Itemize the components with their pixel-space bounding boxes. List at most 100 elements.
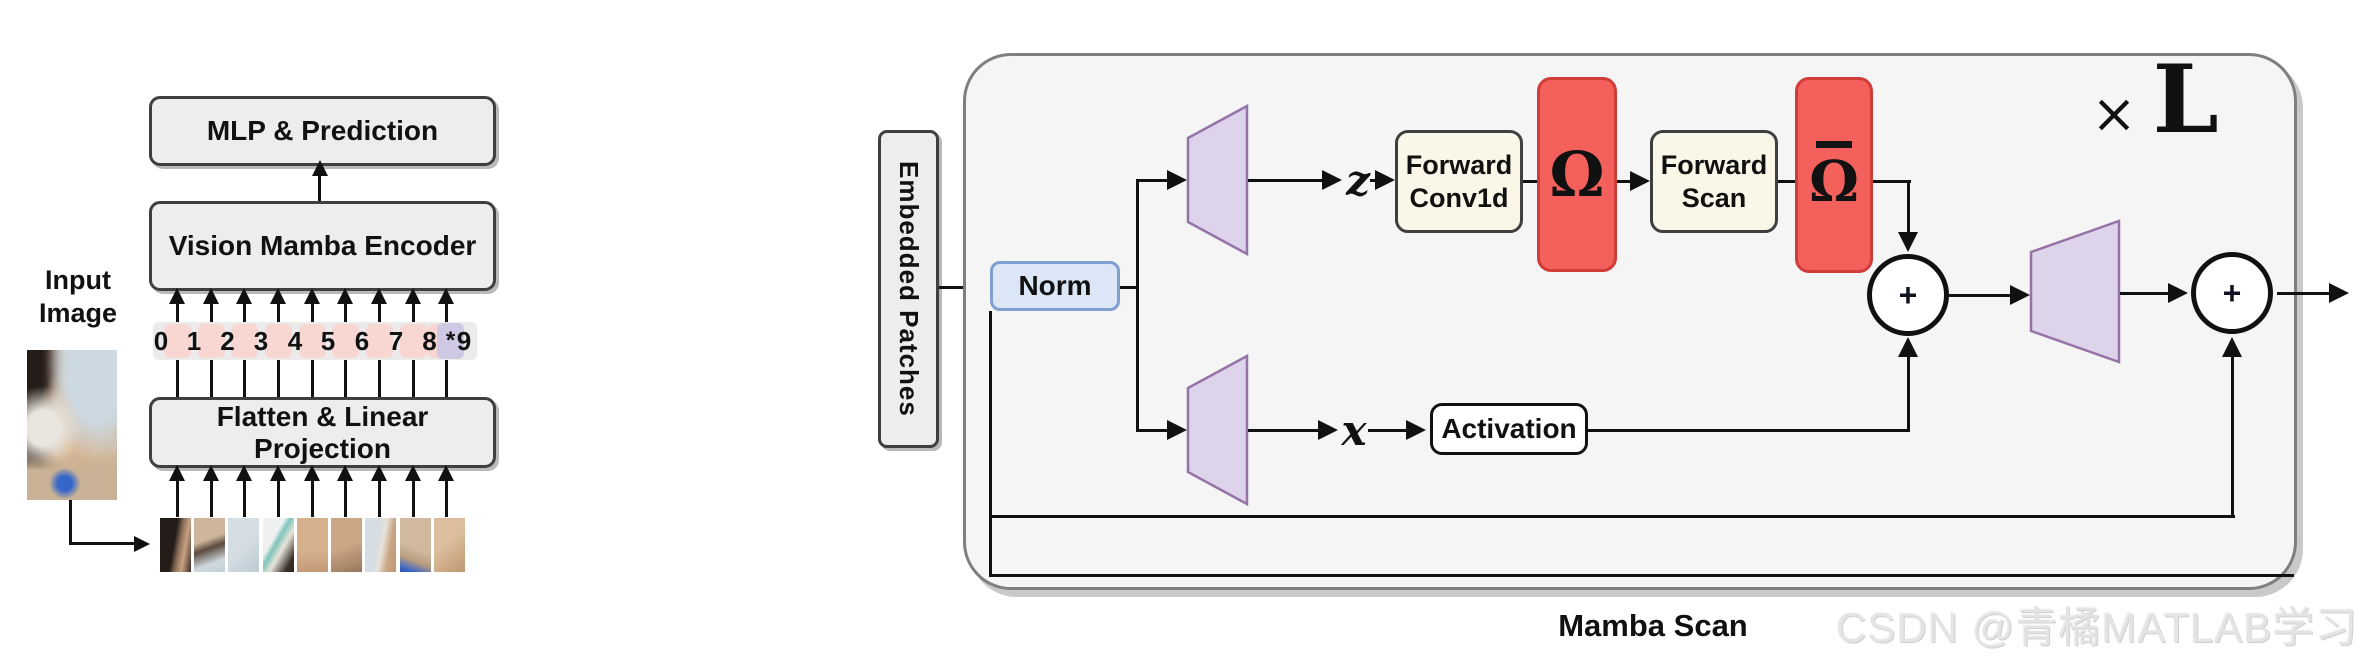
flow-line bbox=[310, 478, 314, 517]
activation-box: Activation bbox=[1430, 403, 1588, 455]
vision-mamba-encoder-label: Vision Mamba Encoder bbox=[168, 230, 477, 261]
mamba-scan-caption: Mamba Scan bbox=[1558, 608, 1748, 643]
forward-scan-line1: Forward bbox=[1660, 149, 1768, 180]
arrowhead bbox=[2329, 283, 2349, 303]
arrowhead bbox=[405, 288, 421, 304]
flow-line bbox=[1248, 428, 1322, 432]
flow-line bbox=[1135, 178, 1170, 182]
arrowhead bbox=[2222, 337, 2242, 357]
image-patch bbox=[434, 518, 465, 572]
activation-label: Activation bbox=[1441, 413, 1577, 444]
flow-line bbox=[1617, 179, 1633, 183]
flow-line bbox=[175, 478, 179, 517]
norm-label: Norm bbox=[1018, 270, 1092, 301]
omega-ssm-box: Ω bbox=[1537, 77, 1617, 272]
norm-box: Norm bbox=[990, 261, 1120, 311]
arrowhead bbox=[371, 465, 387, 481]
class-token-star: * bbox=[445, 327, 456, 354]
arrowhead bbox=[337, 288, 353, 304]
add-circle-1: + bbox=[1867, 254, 1949, 336]
image-patch bbox=[194, 518, 225, 572]
token-square bbox=[197, 324, 225, 358]
arrowhead bbox=[169, 288, 185, 304]
arrowhead bbox=[1322, 170, 1342, 190]
arrowhead bbox=[236, 465, 252, 481]
image-patch bbox=[331, 518, 362, 572]
token-square bbox=[264, 324, 292, 358]
residual-line bbox=[988, 311, 992, 577]
token-number: 0 bbox=[153, 325, 169, 356]
arrowhead bbox=[203, 288, 219, 304]
token-number: 3 bbox=[253, 325, 269, 356]
flow-line bbox=[1248, 178, 1326, 182]
plus-symbol: + bbox=[2222, 274, 2242, 311]
flow-line bbox=[1873, 179, 1911, 183]
arrowhead bbox=[270, 465, 286, 481]
z-variable: z bbox=[1346, 155, 1370, 205]
input-cat-photo bbox=[27, 350, 117, 500]
flow-line bbox=[1906, 356, 1910, 431]
flow-line bbox=[68, 500, 72, 545]
arrowhead bbox=[2168, 283, 2188, 303]
arrowhead bbox=[337, 465, 353, 481]
token-number: 6 bbox=[354, 325, 370, 356]
token-number: 7 bbox=[388, 325, 404, 356]
mlp-prediction-box: MLP & Prediction bbox=[149, 96, 496, 166]
embedded-patches-label: Embedded Patches bbox=[894, 161, 924, 417]
arrowhead bbox=[438, 465, 454, 481]
arrowhead bbox=[1167, 420, 1187, 440]
flow-line bbox=[939, 285, 977, 289]
forward-conv1d-line2: Conv1d bbox=[1409, 182, 1509, 213]
forward-scan-box: Forward Scan bbox=[1650, 130, 1778, 233]
mlp-prediction-label: MLP & Prediction bbox=[206, 115, 439, 146]
residual-line bbox=[2230, 356, 2234, 517]
arrowhead bbox=[236, 288, 252, 304]
forward-conv1d-box: Forward Conv1d bbox=[1395, 130, 1523, 233]
arrowhead bbox=[304, 288, 320, 304]
forward-conv1d-line1: Forward bbox=[1405, 149, 1513, 180]
arrowhead bbox=[371, 288, 387, 304]
arrowhead bbox=[1375, 170, 1395, 190]
input-image-label: Input Image bbox=[28, 264, 128, 330]
arrowhead bbox=[438, 288, 454, 304]
arrowhead bbox=[1318, 420, 1338, 440]
arrowhead bbox=[1630, 171, 1650, 191]
flow-line bbox=[1906, 179, 1910, 235]
vision-mamba-encoder-box: Vision Mamba Encoder bbox=[149, 201, 496, 291]
repeat-times-l: × L bbox=[2070, 45, 2240, 155]
flow-line bbox=[276, 478, 280, 517]
image-patch bbox=[365, 518, 396, 572]
arrowhead bbox=[270, 288, 286, 304]
plus-symbol: + bbox=[1898, 276, 1918, 313]
flow-line bbox=[444, 478, 448, 517]
flow-line bbox=[1120, 285, 1139, 289]
image-patch bbox=[297, 518, 328, 572]
flow-line bbox=[1135, 178, 1139, 432]
arrowhead bbox=[1898, 232, 1918, 252]
flow-line bbox=[2120, 291, 2172, 295]
x-variable: x bbox=[1341, 405, 1367, 455]
omega-bar-ssm-box: Ω bbox=[1795, 77, 1873, 273]
flow-line bbox=[68, 542, 135, 545]
arrowhead bbox=[203, 465, 219, 481]
token-square bbox=[331, 324, 359, 358]
token-square bbox=[230, 324, 258, 358]
arrowhead bbox=[134, 535, 150, 552]
flow-line bbox=[1949, 293, 2014, 297]
omega-symbol: Ω bbox=[1549, 137, 1605, 211]
flow-line bbox=[1778, 179, 1795, 183]
token-square bbox=[399, 324, 427, 358]
image-patch bbox=[228, 518, 259, 572]
add-circle-2: + bbox=[2191, 252, 2273, 334]
flatten-linear-projection-label: Flatten & Linear Projection bbox=[216, 400, 429, 464]
embedded-patches-box: Embedded Patches bbox=[878, 130, 939, 448]
token-square bbox=[298, 324, 326, 358]
layer-count: L bbox=[2152, 45, 2219, 155]
flow-line bbox=[1523, 179, 1537, 183]
token-square bbox=[365, 324, 393, 358]
token-number: 2 bbox=[220, 325, 235, 356]
flow-line bbox=[2277, 291, 2333, 295]
arrowhead bbox=[1167, 170, 1187, 190]
image-patch bbox=[263, 518, 294, 572]
